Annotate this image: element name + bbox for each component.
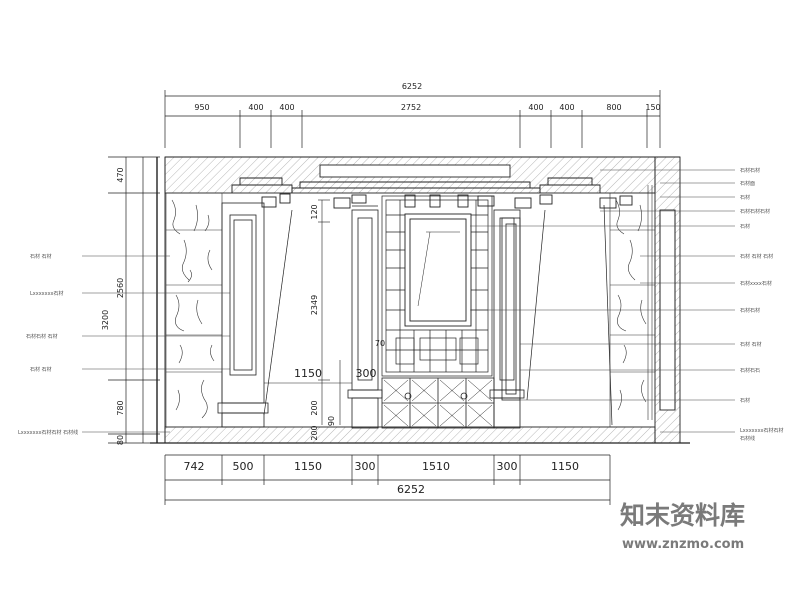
right-note-6: 石材 石材 石材 <box>740 253 773 260</box>
cabinet <box>381 377 495 429</box>
marble-panel-left <box>165 192 223 428</box>
top-seg-3: 400 <box>279 103 294 112</box>
right-note-1: 石材石材 <box>740 167 760 174</box>
inner-dim-1150: 1150 <box>294 367 322 380</box>
inner-dim-200b: 200 <box>310 425 319 440</box>
elevation-frame <box>150 156 690 444</box>
right-note-12: Lxxxxxxx石材石材 <box>740 427 784 434</box>
left-dim-470: 470 <box>116 167 125 182</box>
bottom-seg-3: 1150 <box>294 460 322 473</box>
left-note-1: 石材 石材 <box>30 253 52 260</box>
left-dimensions <box>108 156 160 444</box>
marble-panel-right <box>609 185 656 428</box>
bottom-seg-2: 500 <box>233 460 254 473</box>
inner-dim-2349: 2349 <box>310 295 319 315</box>
bottom-total-dim: 6252 <box>397 483 425 496</box>
right-note-8: 石材石材 <box>740 307 760 314</box>
top-seg-7: 800 <box>606 103 621 112</box>
perspective-lines <box>263 204 613 426</box>
inner-dim-200a: 200 <box>310 400 319 415</box>
right-note-11: 石材 <box>740 397 750 404</box>
left-note-5: Lxxxxxxx石材石材 石材线 <box>18 429 78 436</box>
top-dimensions <box>164 90 661 148</box>
top-seg-2: 400 <box>248 103 263 112</box>
bottom-segment-dims: 742 500 1150 300 1510 300 1150 <box>184 460 580 473</box>
right-note-7: 石材xxxx石材 <box>740 280 772 287</box>
right-leaders <box>470 169 735 433</box>
right-niche-panel <box>501 217 521 401</box>
inner-dim-300: 300 <box>356 367 377 380</box>
left-note-4: 石材 石材 <box>30 366 52 373</box>
bottom-seg-7: 1150 <box>551 460 579 473</box>
top-seg-6: 400 <box>559 103 574 112</box>
left-dim-total: 3200 <box>101 310 110 330</box>
left-dim-2560: 2560 <box>116 278 125 298</box>
left-pilaster <box>217 202 269 428</box>
center-column-left <box>347 205 383 429</box>
top-seg-8: 150 <box>645 103 660 112</box>
right-note-3: 石材 <box>740 194 750 201</box>
top-seg-4: 2752 <box>401 103 421 112</box>
top-seg-1: 950 <box>194 103 209 112</box>
inner-dim-70: 70 <box>375 339 385 348</box>
right-note-10: 石材石石 <box>740 367 760 374</box>
left-dim-780: 780 <box>116 400 125 415</box>
bottom-dimensions <box>164 454 611 505</box>
right-note-4: 石材石材石材 <box>740 208 770 215</box>
bottom-seg-4: 300 <box>355 460 376 473</box>
right-note-5: 石材 <box>740 223 750 230</box>
left-note-3: 石材石材 石材 <box>26 333 58 340</box>
bottom-seg-6: 300 <box>497 460 518 473</box>
watermark: 知末资料库 www.znzmo.com <box>620 501 745 552</box>
bottom-seg-5: 1510 <box>422 460 450 473</box>
right-note-9: 石材 石材 <box>740 341 762 348</box>
top-segment-dims: 950 400 400 2752 400 400 800 150 <box>194 103 660 112</box>
watermark-url: www.znzmo.com <box>622 537 744 552</box>
inner-dimensions <box>264 199 352 425</box>
top-total-dim: 6252 <box>402 82 422 91</box>
top-seg-5: 400 <box>528 103 543 112</box>
center-column-right <box>489 209 525 429</box>
inner-dim-120: 120 <box>310 204 319 219</box>
left-note-2: Lxxxxxxx石材 <box>30 290 64 297</box>
mirror-frame <box>404 213 472 327</box>
left-leaders <box>82 255 230 433</box>
right-note-13: 石材线 <box>740 435 755 442</box>
left-dim-80: 80 <box>116 435 125 445</box>
inner-dim-90: 90 <box>327 416 336 426</box>
watermark-brand: 知末资料库 <box>620 501 745 530</box>
bottom-seg-1: 742 <box>184 460 205 473</box>
right-note-2: 石材面 <box>740 180 755 187</box>
